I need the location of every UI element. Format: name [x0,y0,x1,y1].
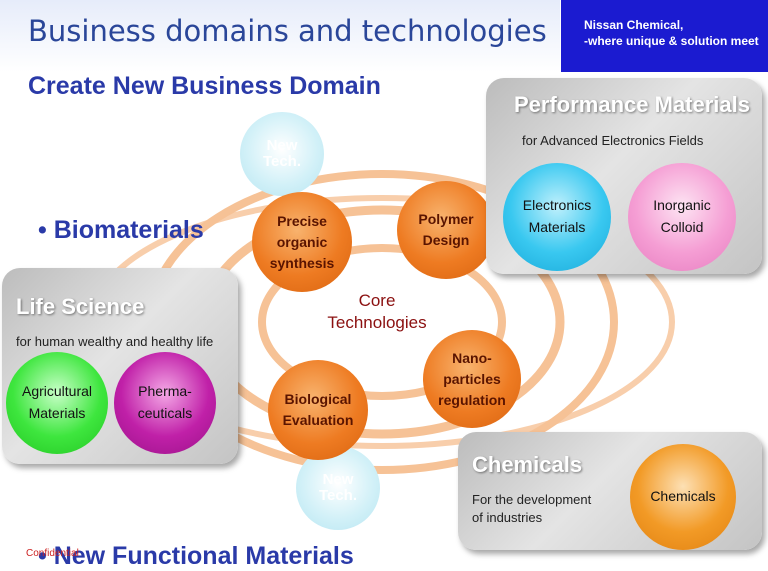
section-subtitle: Create New Business Domain [28,72,381,100]
brand-line-1: Nissan Chemical, [584,18,684,32]
new-tech-line-1: New [266,136,298,154]
bullet-new-functional-materials: • New Functional Materials [38,542,354,570]
core-node-polymer-design: Polymer Design [397,181,495,279]
node-pharmaceuticals: Pherma-ceuticals [114,352,216,454]
header-band [0,0,560,72]
panel-subtitle-performance: for Advanced Electronics Fields [522,133,704,148]
orbit-ring [258,244,506,400]
confidential-label: Confidential [26,548,79,559]
brand-box [561,0,768,72]
bullet-biomaterials: • Biomaterials [38,216,204,244]
brand-line-2: -where unique & solution meet [584,34,759,48]
new-tech-line-2: Tech. [262,153,302,170]
panel-subtitle-chemicals-line-1: For the development [472,492,592,507]
panel-title-life-science: Life Science [16,294,145,319]
new-tech-line-1: New [322,470,354,488]
bullet-dot: • [38,542,54,570]
core-technologies-label: Core Technologies [327,291,427,333]
page-title: Business domains and technologies [28,14,547,48]
panel-subtitle-life-science: for human wealthy and healthy life [16,334,214,349]
node-chemicals: Chemicals [630,444,736,550]
panel-title-chemicals: Chemicals [472,452,583,477]
panel-subtitle-chemicals-line-2: of industries [472,510,543,525]
core-node-precise-organic-synthesis: Precise organic synthesis [252,192,352,292]
new-tech-line-2: Tech. [318,487,358,504]
core-node-nano-particles-regulation: Nano- particles regulation [423,330,521,428]
panel-title-performance: Performance Materials [514,92,750,117]
core-node-biological-evaluation: Biological Evaluation [268,360,368,460]
bullet-dot: • [38,216,54,244]
